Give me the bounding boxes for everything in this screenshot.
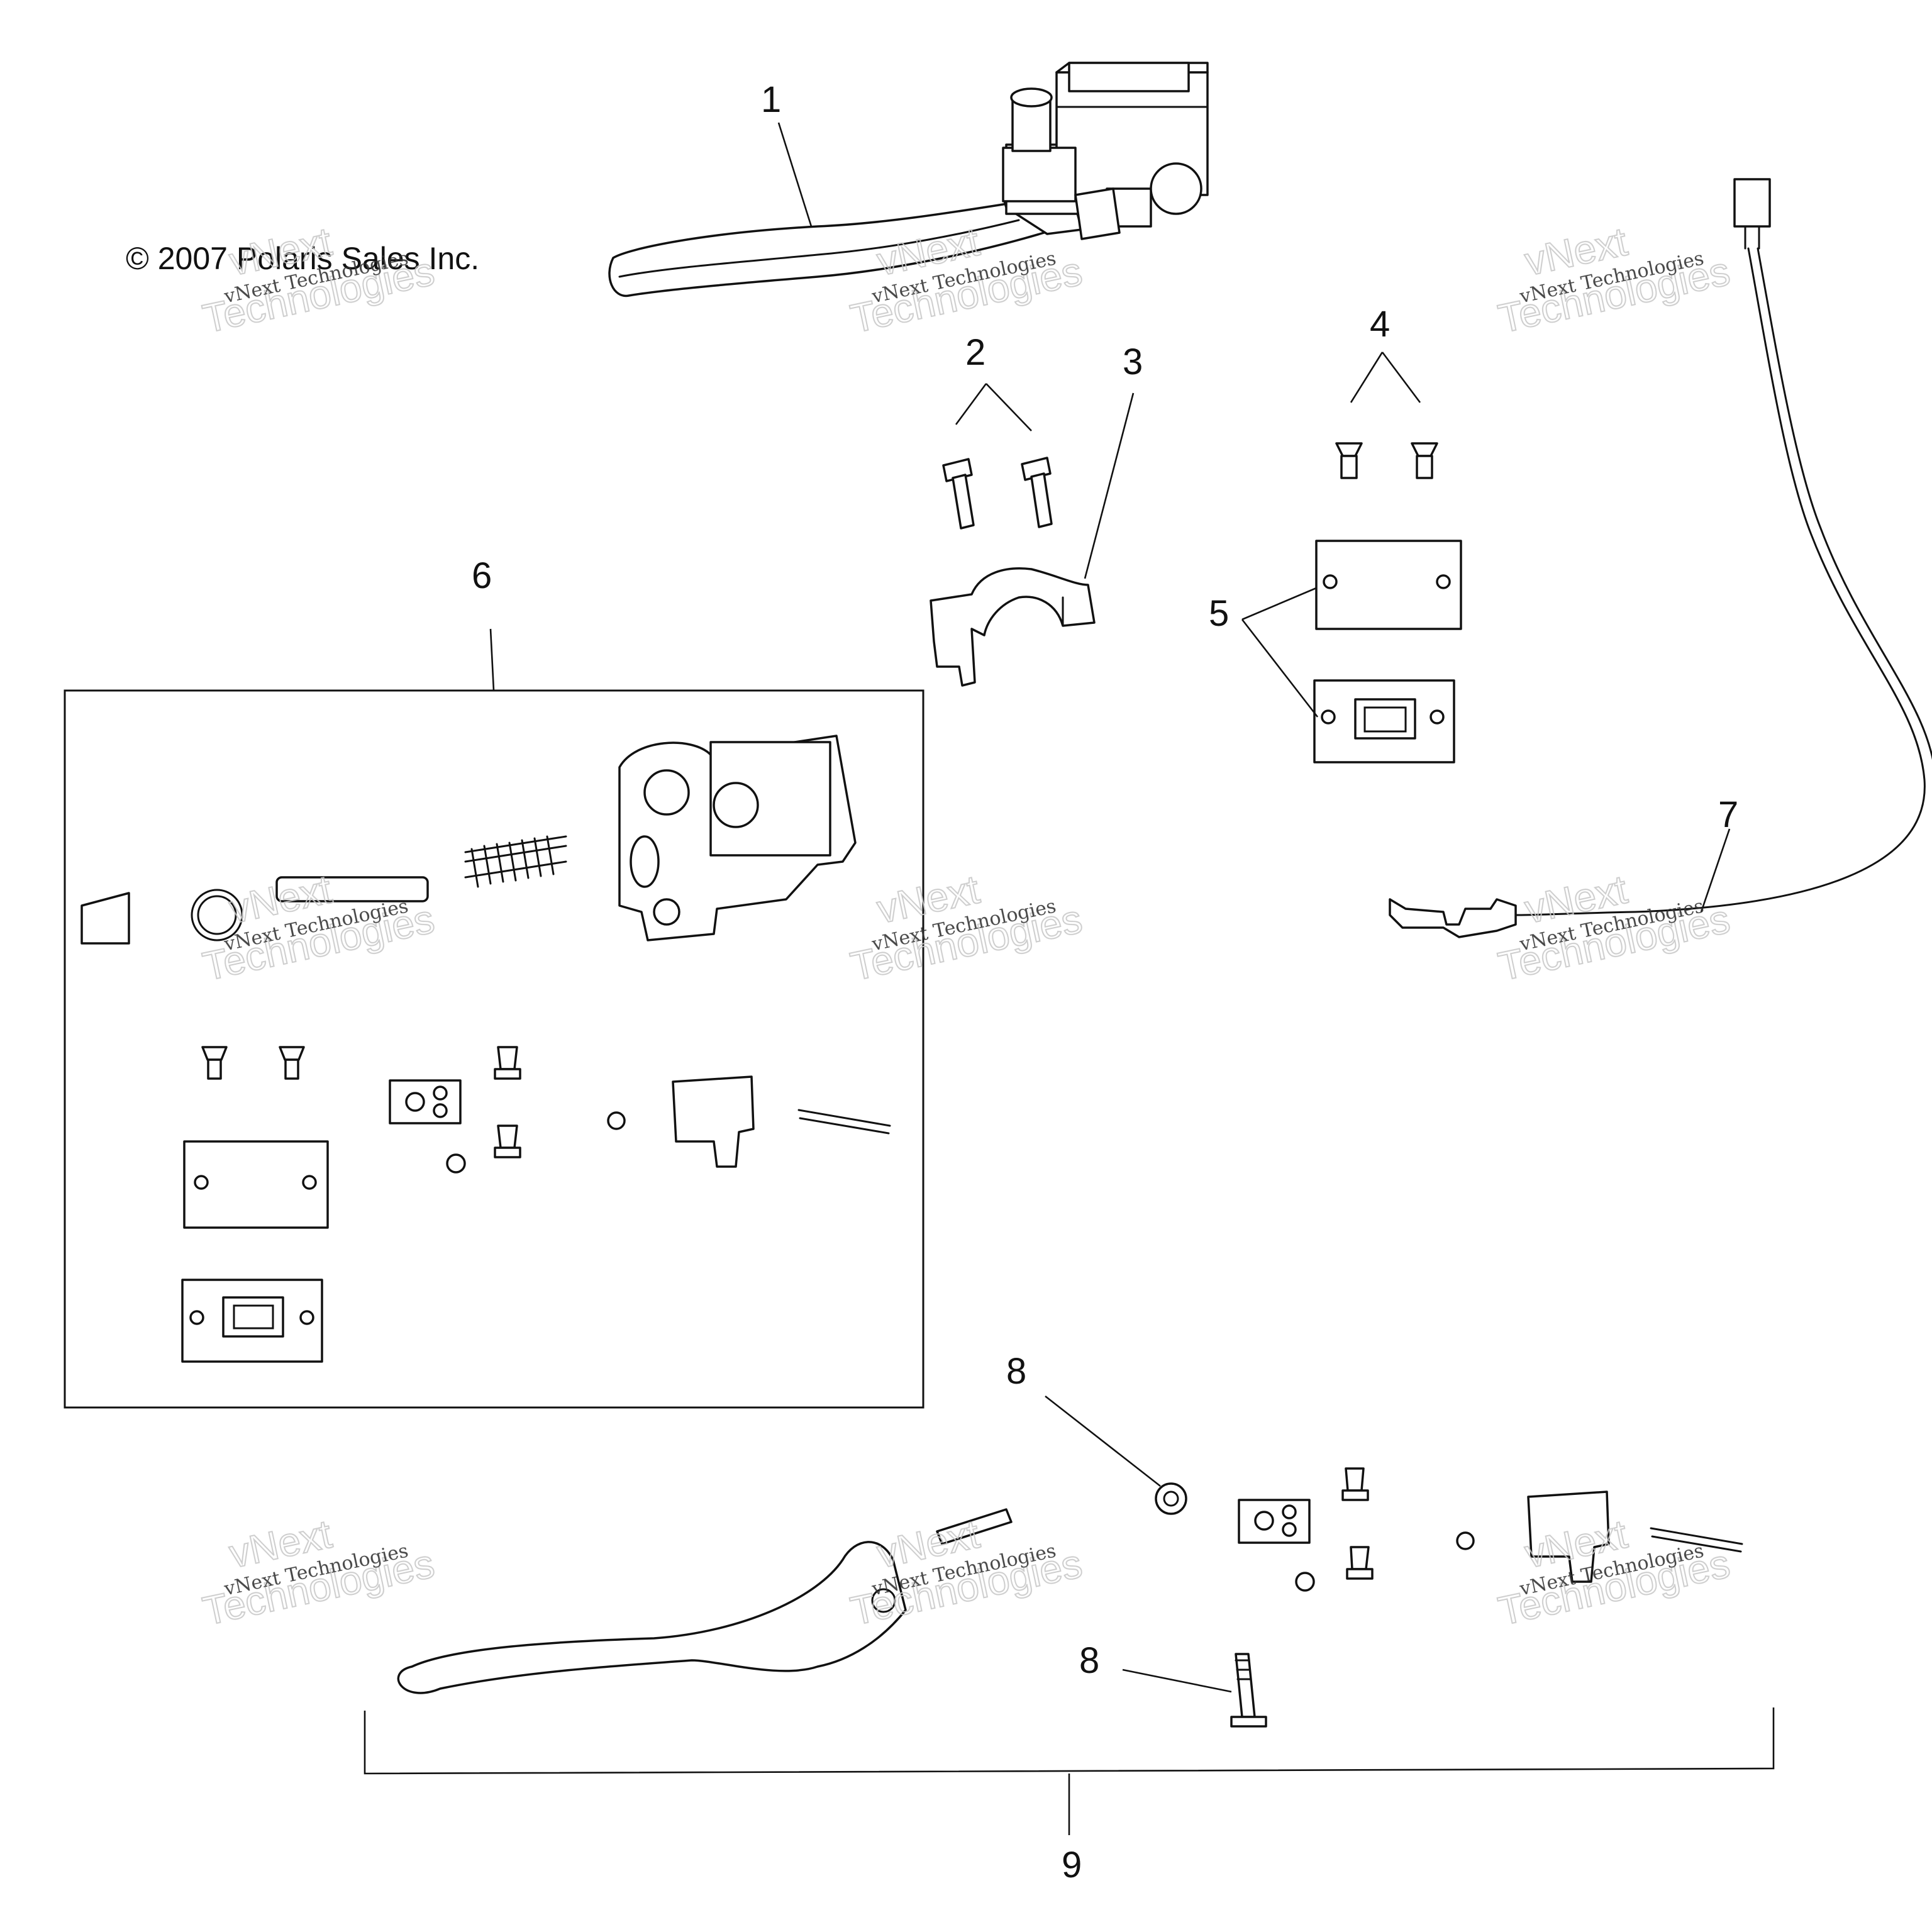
callout-5: 5 bbox=[1209, 593, 1229, 634]
callout-leaders bbox=[489, 122, 1731, 1835]
callout-3: 3 bbox=[1123, 341, 1143, 382]
lever-kit bbox=[364, 1467, 1775, 1775]
callout-9: 9 bbox=[1062, 1845, 1082, 1885]
copyright-text: © 2007 Polaris Sales Inc. bbox=[126, 241, 479, 276]
callout-4: 4 bbox=[1370, 304, 1390, 345]
brake-switch-cable bbox=[1389, 178, 1932, 938]
handlebar-clamp bbox=[930, 567, 1096, 687]
cover-screws bbox=[1335, 442, 1438, 479]
callout-8-top: 8 bbox=[1006, 1351, 1026, 1392]
callout-1: 1 bbox=[761, 79, 781, 120]
clamp-bolts bbox=[942, 457, 1053, 530]
reservoir-cover-set bbox=[1313, 540, 1462, 763]
callout-numbers: 1 2 3 4 5 6 7 8 8 9 bbox=[472, 79, 1738, 1885]
callout-8-bottom: 8 bbox=[1079, 1640, 1099, 1681]
callout-7: 7 bbox=[1718, 794, 1738, 835]
master-cylinder-assembly bbox=[608, 62, 1209, 297]
callout-6: 6 bbox=[472, 555, 492, 596]
rebuild-kit-box bbox=[64, 689, 924, 1409]
callout-2: 2 bbox=[965, 332, 985, 373]
rebuild-kit-parts bbox=[80, 735, 891, 1363]
